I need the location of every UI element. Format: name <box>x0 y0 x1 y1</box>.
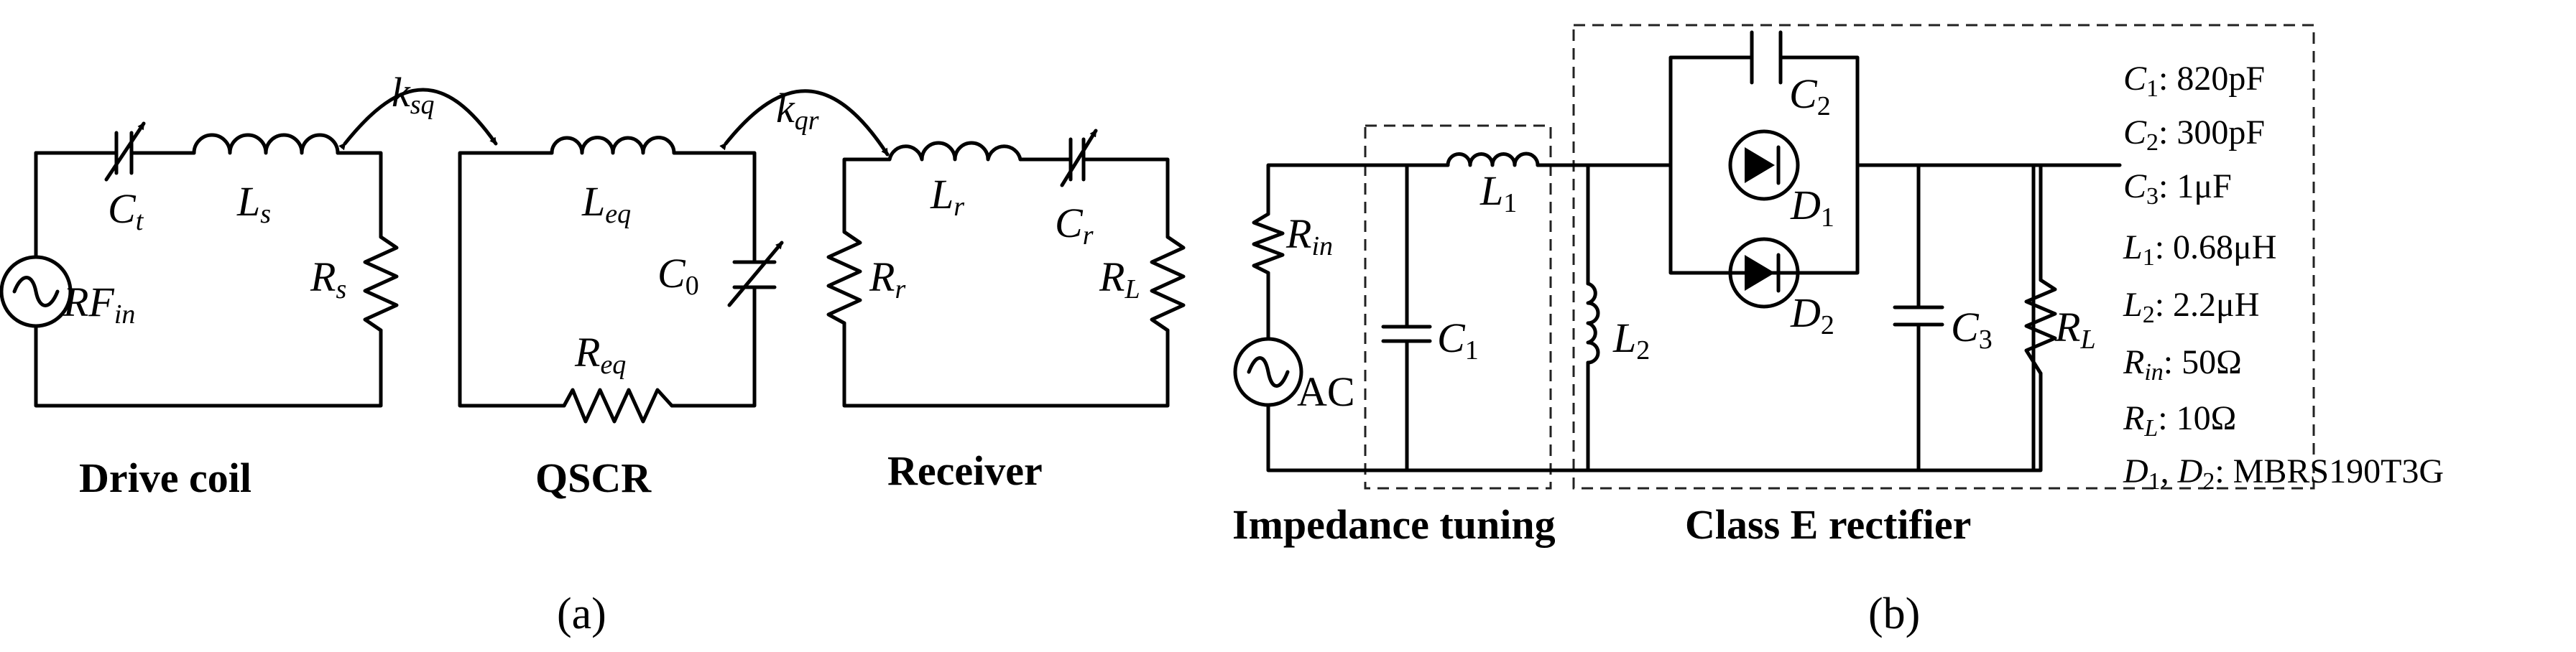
caption-class-e-rectifier: Class E rectifier <box>1685 501 1971 548</box>
panel-b-label: (b) <box>1868 590 1920 638</box>
panel-a-label: (a) <box>557 590 606 638</box>
inductor-l1 <box>1446 152 1540 167</box>
label-rl-a: RL <box>1099 253 1140 304</box>
capacitor-c3 <box>1893 305 1944 327</box>
label-lr: Lr <box>930 171 964 222</box>
label-l1: L1 <box>1479 167 1517 218</box>
rf-source <box>0 255 73 328</box>
panel-b-wires <box>1266 55 2122 472</box>
diode-d1 <box>1728 129 1800 201</box>
label-rr: Rr <box>869 253 905 304</box>
label-ls: Ls <box>236 178 271 229</box>
label-req: Req <box>574 329 626 380</box>
spec-l1: L1: 0.68μH <box>2123 228 2276 271</box>
caption-impedance-tuning: Impedance tuning <box>1232 501 1556 548</box>
resistor-rs <box>363 235 399 332</box>
spec-c1: C1: 820pF <box>2123 60 2265 102</box>
diode-d2 <box>1728 237 1800 309</box>
class-e-rectifier-box <box>1572 24 2315 490</box>
coupling-arrow-sq <box>338 88 498 151</box>
coupling-arrow-qr <box>719 89 890 157</box>
spec-c2: C2: 300pF <box>2123 113 2265 156</box>
caption-receiver: Receiver <box>887 447 1043 494</box>
panel-b: Rin AC C1 L1 L2 C2 D1 D2 C3 RL Impedance… <box>1232 24 2315 638</box>
label-rin: Rin <box>1285 210 1333 261</box>
label-c1: C1 <box>1437 315 1479 365</box>
inductor-lr <box>887 141 1022 162</box>
inductor-l2 <box>1586 281 1600 365</box>
resistor-rl-a <box>1150 235 1186 332</box>
resistor-rl-b <box>2024 278 2057 376</box>
label-rl-b: RL <box>2054 304 2096 355</box>
label-l2: L2 <box>1612 315 1650 365</box>
inductor-leq <box>550 136 676 155</box>
capacitor-c0 <box>727 241 784 307</box>
label-c0: C0 <box>657 250 699 301</box>
receiver-circuit <box>826 129 1186 408</box>
caption-qscr: QSCR <box>535 455 652 501</box>
receiver-wires <box>842 157 1170 408</box>
label-cr: Cr <box>1055 200 1094 251</box>
label-d1: D1 <box>1790 182 1834 233</box>
label-rf-in: RFin <box>63 279 135 330</box>
label-c3: C3 <box>1951 304 1993 355</box>
ac-source <box>1233 337 1303 407</box>
label-d2: D2 <box>1790 289 1834 340</box>
spec-l2: L2: 2.2μH <box>2123 286 2259 328</box>
capacitor-c1 <box>1381 325 1432 343</box>
spec-rl: RL: 10Ω <box>2123 399 2236 442</box>
resistor-rr <box>826 230 862 325</box>
inductor-ls <box>192 133 340 155</box>
resistor-req <box>562 388 674 424</box>
label-k-sq: ksq <box>392 69 435 120</box>
drive-coil-circuit <box>0 121 399 408</box>
capacitor-c2 <box>1750 30 1783 85</box>
label-leq: Leq <box>581 178 631 229</box>
label-ct: Ct <box>108 185 144 236</box>
rl-branch-wires <box>1916 163 2043 472</box>
resistor-rin <box>1252 212 1285 275</box>
label-c2: C2 <box>1789 70 1831 121</box>
label-ac: AC <box>1297 368 1355 415</box>
drive-coil-wires <box>34 151 383 408</box>
spec-diodes: D1, D2: MBRS190T3G <box>2123 452 2444 495</box>
capacitor-cr <box>1060 129 1098 187</box>
label-k-qr: kqr <box>776 85 819 136</box>
caption-drive-coil: Drive coil <box>79 455 251 501</box>
capacitor-ct <box>104 121 146 182</box>
panel-a: Ct Ls Rs RFin Drive coil ksq Leq C0 <box>0 69 1186 638</box>
label-rs: Rs <box>310 253 346 304</box>
spec-c3: C3: 1μF <box>2123 167 2232 210</box>
spec-rin: Rin: 50Ω <box>2123 343 2242 386</box>
impedance-tuning-box <box>1364 124 1552 490</box>
component-spec-list: C1: 820pF C2: 300pF C3: 1μF L1: 0.68μH L… <box>2123 60 2444 495</box>
drive-coil-wire <box>34 151 110 259</box>
